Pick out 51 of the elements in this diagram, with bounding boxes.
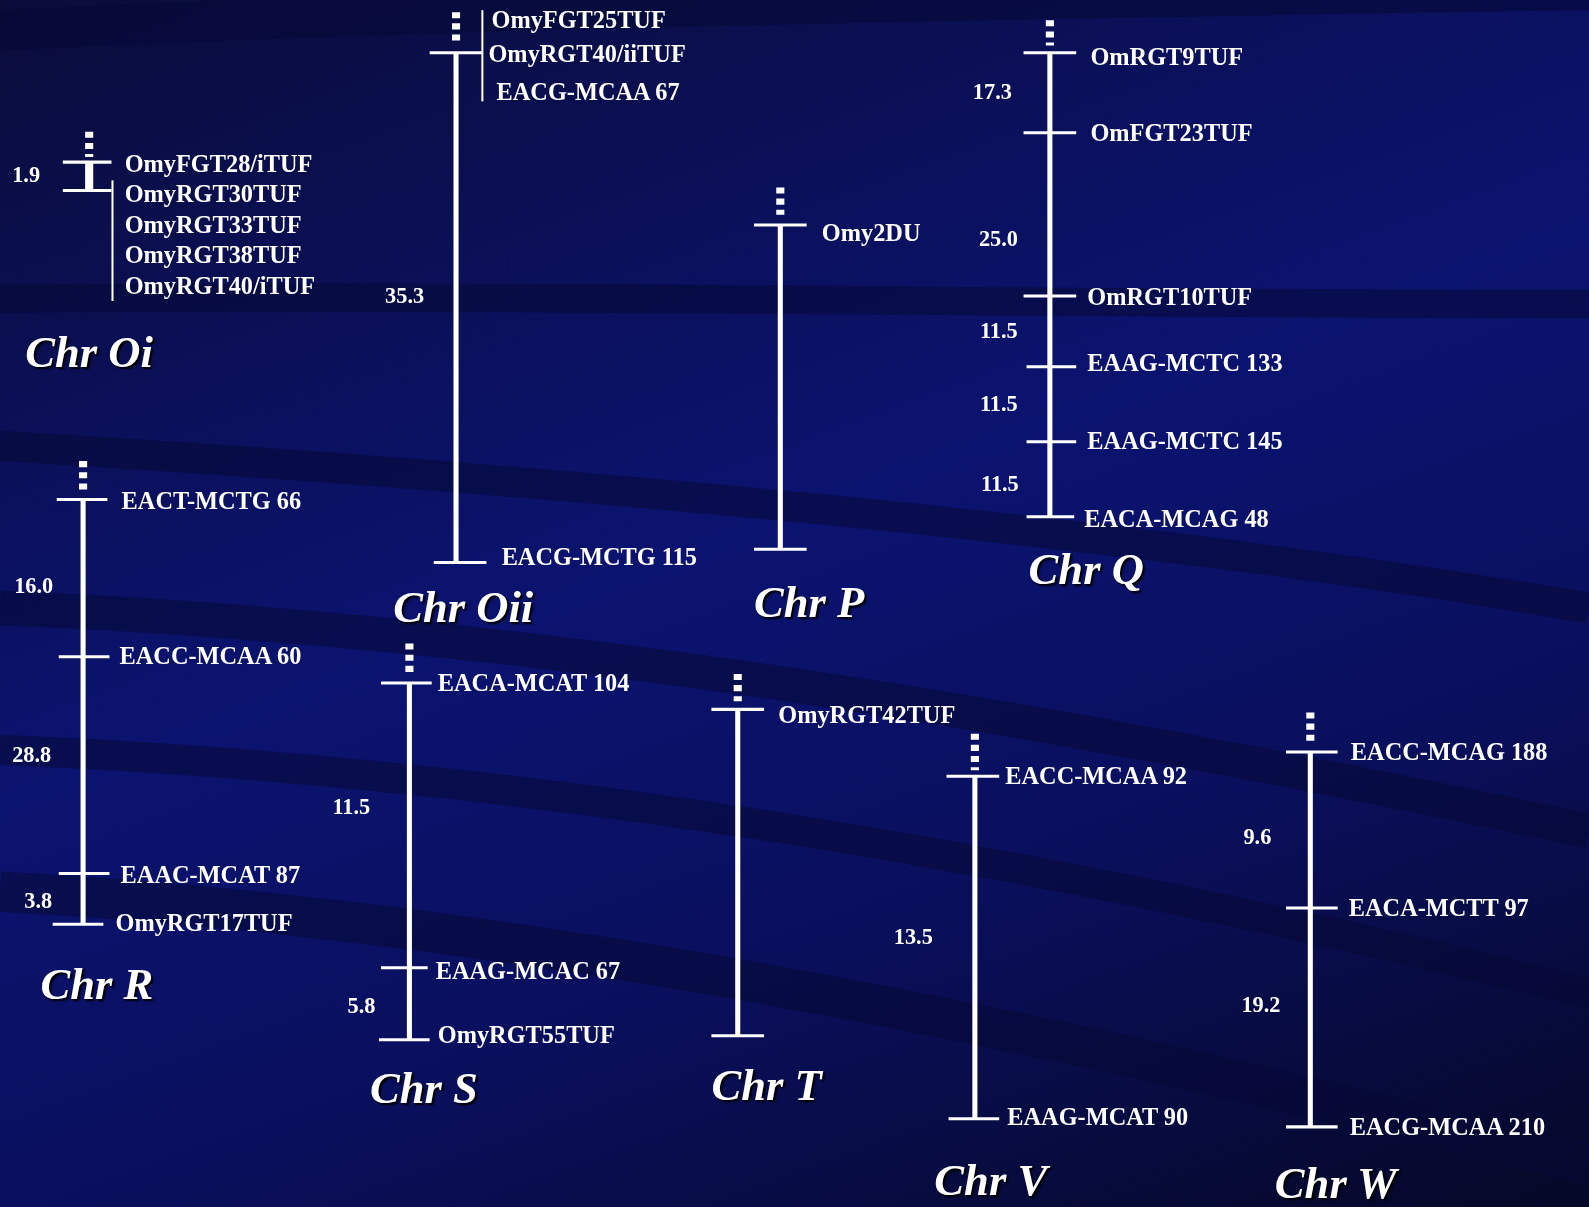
- marker-label: EACC-MCAG 188: [1350, 738, 1548, 766]
- marker-label: EAAG-MCAT 90: [1007, 1103, 1189, 1131]
- marker-label: OmyRGT42TUF: [778, 702, 956, 729]
- distance-label: 11.5: [979, 392, 1018, 417]
- marker-label: EACT-MCTG 66: [121, 487, 302, 514]
- marker-label: OmyRGT17TUF: [115, 909, 293, 937]
- marker-label: OmyRGT33TUF: [124, 211, 302, 239]
- chromosome-label: Chr Oi: [25, 328, 153, 378]
- marker-label: EAAC-MCAT 87: [120, 862, 301, 889]
- marker-label: OmRGT9TUF: [1090, 43, 1244, 71]
- marker-label: OmyRGT55TUF: [437, 1021, 615, 1049]
- distance-label: 1.9: [12, 163, 41, 188]
- marker-label: EACC-MCAA 60: [119, 642, 302, 670]
- distance-label: 19.2: [1241, 993, 1281, 1018]
- marker-label: EACA-MCAG 48: [1084, 505, 1269, 533]
- marker-label: EACA-MCTT 97: [1348, 894, 1529, 922]
- marker-label: EACG-MCAA 210: [1349, 1113, 1546, 1141]
- distance-label: 17.3: [972, 79, 1012, 105]
- chromosome-label: Chr T: [711, 1061, 822, 1111]
- distance-label: 11.5: [979, 319, 1018, 344]
- distance-label: 9.6: [1243, 824, 1272, 850]
- distance-label: 11.5: [332, 794, 371, 819]
- marker-label: OmyFGT28/iTUF: [124, 150, 313, 178]
- marker-label: OmyRGT30TUF: [124, 181, 302, 208]
- distance-label: 5.8: [347, 994, 376, 1019]
- distance-label: 28.8: [12, 742, 52, 768]
- marker-label: EACC-MCAA 92: [1005, 762, 1187, 790]
- marker-label: EACA-MCAT 104: [437, 669, 630, 697]
- chromosome-label: Chr P: [753, 578, 865, 628]
- marker-label: OmyFGT25TUF: [491, 6, 666, 34]
- distance-label: 25.0: [978, 226, 1018, 252]
- chromosome-label: Chr S: [369, 1064, 478, 1114]
- chromosome-label: Chr Oii: [393, 583, 534, 633]
- marker-label: EACG-MCTG 115: [501, 544, 697, 571]
- marker-label: EACG-MCAA 67: [496, 78, 680, 106]
- marker-label: OmyRGT38TUF: [124, 242, 302, 269]
- marker-label: Omy2DU: [821, 219, 921, 247]
- distance-label: 13.5: [893, 925, 933, 950]
- distance-label: 35.3: [385, 283, 425, 309]
- chromosome-label: Chr R: [40, 960, 154, 1010]
- distance-label: 11.5: [980, 472, 1019, 497]
- chromosome-label: Chr Q: [1028, 545, 1144, 595]
- marker-label: EAAG-MCAC 67: [435, 957, 621, 985]
- distance-label: 16.0: [14, 573, 54, 598]
- distance-label: 3.8: [24, 888, 53, 914]
- marker-label: EAAG-MCTC 145: [1087, 427, 1283, 455]
- marker-label: OmFGT23TUF: [1090, 119, 1253, 147]
- marker-label: OmyRGT40/iiTUF: [488, 40, 686, 68]
- marker-label: OmyRGT40/iTUF: [124, 272, 316, 300]
- marker-label: EAAG-MCTC 133: [1087, 349, 1283, 377]
- marker-label: OmRGT10TUF: [1087, 283, 1253, 311]
